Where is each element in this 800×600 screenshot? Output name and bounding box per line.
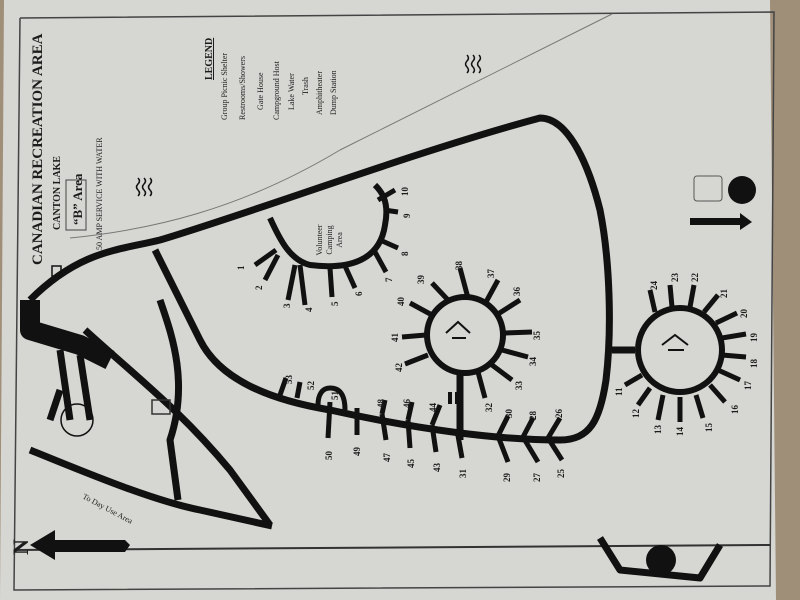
- gate-house-icon: [151, 399, 171, 415]
- volunteer-spokes: [253, 187, 400, 306]
- svg-text:47: 47: [382, 453, 392, 463]
- svg-text:12: 12: [631, 409, 641, 419]
- svg-text:45: 45: [406, 459, 416, 469]
- svg-text:4: 4: [304, 307, 314, 312]
- legend-item-campground-host: Campground Host: [272, 60, 281, 120]
- svg-text:23: 23: [670, 273, 680, 283]
- map-title: CANADIAN RECREATION AREA: [30, 33, 46, 265]
- svg-text:6: 6: [354, 291, 364, 296]
- legend-item-gate-house: Gate House: [256, 72, 265, 110]
- svg-text:8: 8: [400, 251, 410, 256]
- service-note: 50 AMP SERVICE WITH WATER: [95, 137, 104, 250]
- site-numbers: 1 2 3 4 5 6 7 8 9 10 11 12 13 14 15 16 1…: [236, 187, 759, 483]
- svg-text:1: 1: [236, 265, 246, 270]
- svg-text:20: 20: [739, 309, 749, 319]
- svg-text:11: 11: [614, 387, 624, 396]
- svg-text:46: 46: [402, 399, 412, 409]
- legend-item-dump-station: Dump Station: [329, 70, 338, 115]
- legend-item-lake-water: Lake Water: [287, 73, 296, 110]
- svg-text:21: 21: [719, 289, 729, 299]
- amphitheater-icon: [693, 175, 723, 202]
- legend-item-amphitheater: Amphitheater: [315, 71, 324, 115]
- svg-text:38: 38: [454, 261, 464, 271]
- svg-text:19: 19: [749, 333, 759, 343]
- svg-text:25: 25: [556, 469, 566, 479]
- svg-text:48: 48: [376, 399, 386, 409]
- map-subtitle: CANTON LAKE: [52, 156, 63, 230]
- svg-text:10: 10: [400, 187, 410, 197]
- svg-text:14: 14: [675, 427, 685, 437]
- svg-text:52: 52: [306, 381, 316, 391]
- roads: [20, 114, 723, 582]
- dump-station-icon-bottom: [646, 545, 676, 575]
- spine-spokes: [277, 377, 565, 464]
- svg-text:28: 28: [528, 411, 538, 421]
- trash-icon: [51, 265, 62, 277]
- lake-shoreline: [69, 13, 613, 239]
- svg-text:34: 34: [528, 357, 538, 367]
- title-block: CANADIAN RECREATION AREA CANTON LAKE “B”…: [30, 33, 104, 265]
- loop-b-circle: [424, 294, 506, 376]
- svg-text:17: 17: [743, 381, 753, 391]
- direction-arrow-icon: [690, 213, 752, 230]
- svg-text:30: 30: [504, 409, 514, 419]
- svg-text:50: 50: [324, 451, 334, 461]
- area-label: “B” Area: [70, 173, 85, 225]
- svg-text:33: 33: [514, 381, 524, 391]
- svg-text:22: 22: [690, 273, 700, 283]
- legend-item-restrooms: Restrooms/Showers: [238, 56, 247, 120]
- svg-text:3: 3: [282, 303, 292, 308]
- svg-text:51: 51: [330, 391, 340, 401]
- restroom-icon: [448, 392, 459, 404]
- svg-text:32: 32: [484, 403, 494, 413]
- map-border: [13, 11, 775, 591]
- svg-text:7: 7: [384, 277, 394, 282]
- svg-text:37: 37: [486, 269, 496, 279]
- picnic-shelter-icon: [445, 320, 689, 351]
- svg-text:Area: Area: [335, 232, 344, 248]
- desk-surface: [770, 0, 800, 600]
- svg-text:5: 5: [330, 301, 340, 306]
- legend-heading: LEGEND: [204, 38, 215, 80]
- legend-item-trash: Trash: [301, 77, 310, 95]
- dump-station-icon: [728, 176, 756, 204]
- svg-text:16: 16: [730, 405, 740, 415]
- volunteer-area-label: Volunteer Camping Area: [315, 224, 344, 255]
- svg-text:40: 40: [396, 297, 406, 307]
- svg-text:9: 9: [402, 213, 412, 218]
- svg-text:41: 41: [390, 333, 400, 343]
- svg-text:53: 53: [284, 375, 294, 385]
- svg-text:27: 27: [532, 473, 542, 483]
- svg-text:Volunteer: Volunteer: [315, 224, 324, 255]
- svg-text:2: 2: [254, 285, 264, 290]
- svg-text:Camping: Camping: [325, 225, 334, 254]
- svg-text:44: 44: [428, 403, 438, 413]
- svg-text:31: 31: [458, 469, 468, 479]
- loop-a-spokes: [623, 284, 747, 422]
- loop-b-spokes: [401, 267, 533, 399]
- campground-host-icon: [60, 403, 94, 437]
- site-51-loop: [315, 385, 348, 411]
- svg-text:24: 24: [649, 281, 659, 291]
- map-bottom-rule: [13, 544, 771, 551]
- svg-text:39: 39: [416, 275, 426, 285]
- svg-text:36: 36: [512, 287, 522, 297]
- svg-text:13: 13: [653, 425, 663, 435]
- svg-text:42: 42: [394, 363, 404, 373]
- legend-item-group-picnic-shelter: Group Picnic Shelter: [220, 53, 229, 120]
- svg-text:43: 43: [432, 463, 442, 473]
- svg-text:35: 35: [532, 331, 542, 341]
- svg-text:26: 26: [554, 409, 564, 419]
- svg-text:49: 49: [352, 447, 362, 457]
- legend: LEGEND Group Picnic Shelter Restrooms/Sh…: [204, 38, 338, 120]
- svg-text:29: 29: [502, 473, 512, 483]
- north-arrow-icon: [30, 530, 130, 560]
- volunteer-loop-road: [267, 182, 390, 270]
- north-label: N: [8, 539, 33, 555]
- svg-text:15: 15: [704, 423, 714, 433]
- lake-water-icon: [135, 54, 482, 197]
- svg-text:18: 18: [749, 359, 759, 369]
